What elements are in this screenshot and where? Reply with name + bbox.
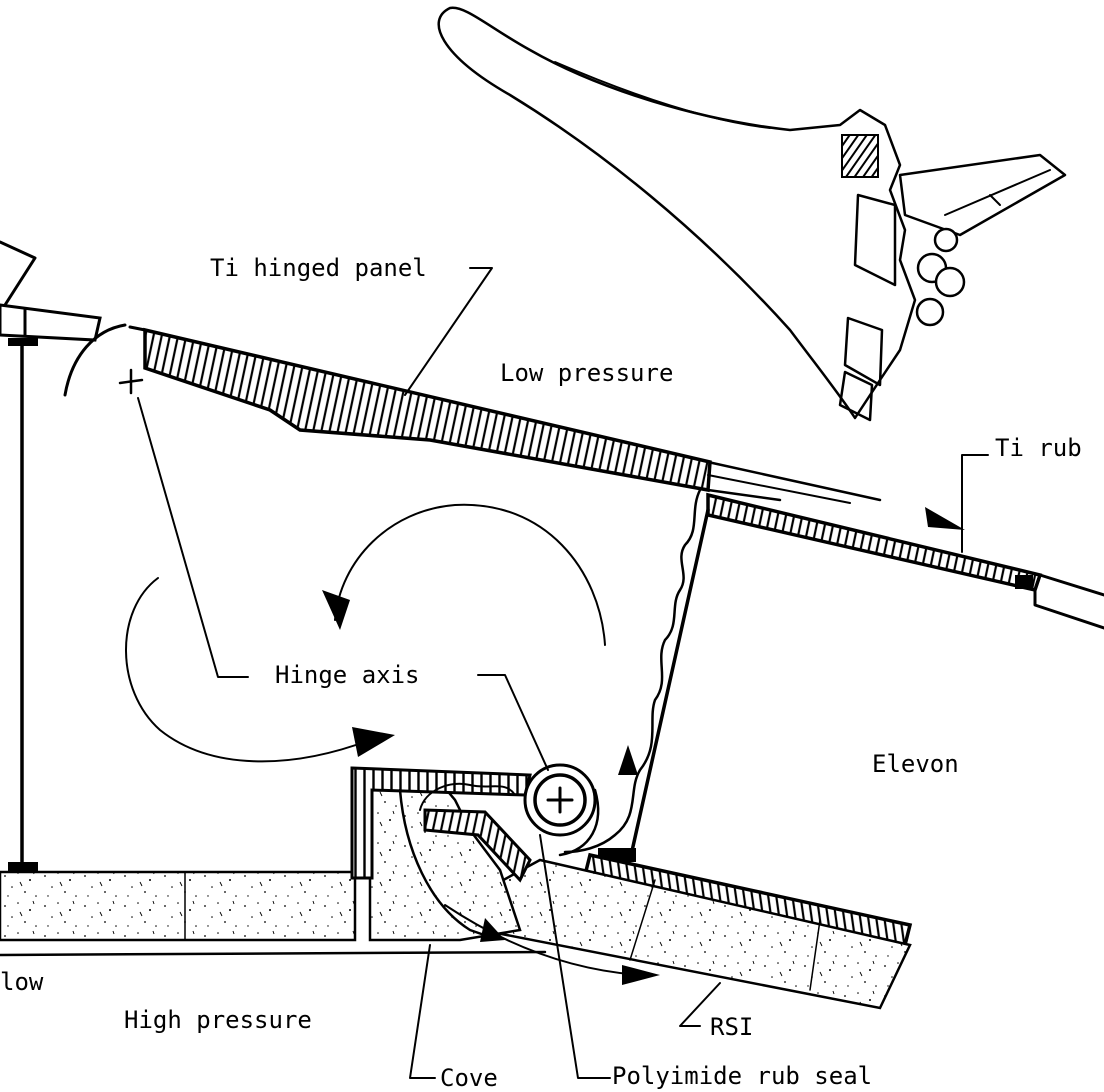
label-cove: Cove [440,1064,498,1092]
hinge-fitting [523,763,600,857]
upper-skin-left [0,303,102,342]
label-hinge-axis: Hinge axis [275,661,420,689]
flow-arrows [125,503,965,985]
label-ti-rub: Ti rub [995,434,1082,462]
label-polyimide-rub-seal: Polyimide rub seal [612,1062,872,1090]
orbiter-engine-4 [915,297,945,327]
lower-wing-cove [0,766,547,957]
circulation-arrow-upper [334,503,606,646]
orbiter-engine-3 [934,266,966,298]
left-wing-structure [0,240,127,872]
seal-flow-arrow [444,904,641,976]
label-rsi: RSI [710,1013,753,1041]
hinge-axis-marker-upper [118,368,144,395]
label-flow-partial: low [0,968,44,996]
label-elevon: Elevon [872,750,959,778]
elevon-spar [628,508,710,862]
label-ti-hinged-panel: Ti hinged panel [210,254,427,282]
orbiter-hatched-pod [841,134,879,178]
label-high-pressure: High pressure [124,1006,312,1034]
leader-lines [137,267,989,1079]
seal-flap [63,323,127,397]
wavy-seal-line [563,488,702,854]
orbiter-tail-fin [898,153,1067,237]
label-low-pressure: Low pressure [500,359,673,387]
circulation-arrow-lower [125,577,371,763]
ti-hinged-panel-graphic [128,325,882,504]
orbiter-sketch [437,6,1067,422]
orbiter-engine-1 [933,227,959,253]
elevon-graphic [426,492,1104,1010]
